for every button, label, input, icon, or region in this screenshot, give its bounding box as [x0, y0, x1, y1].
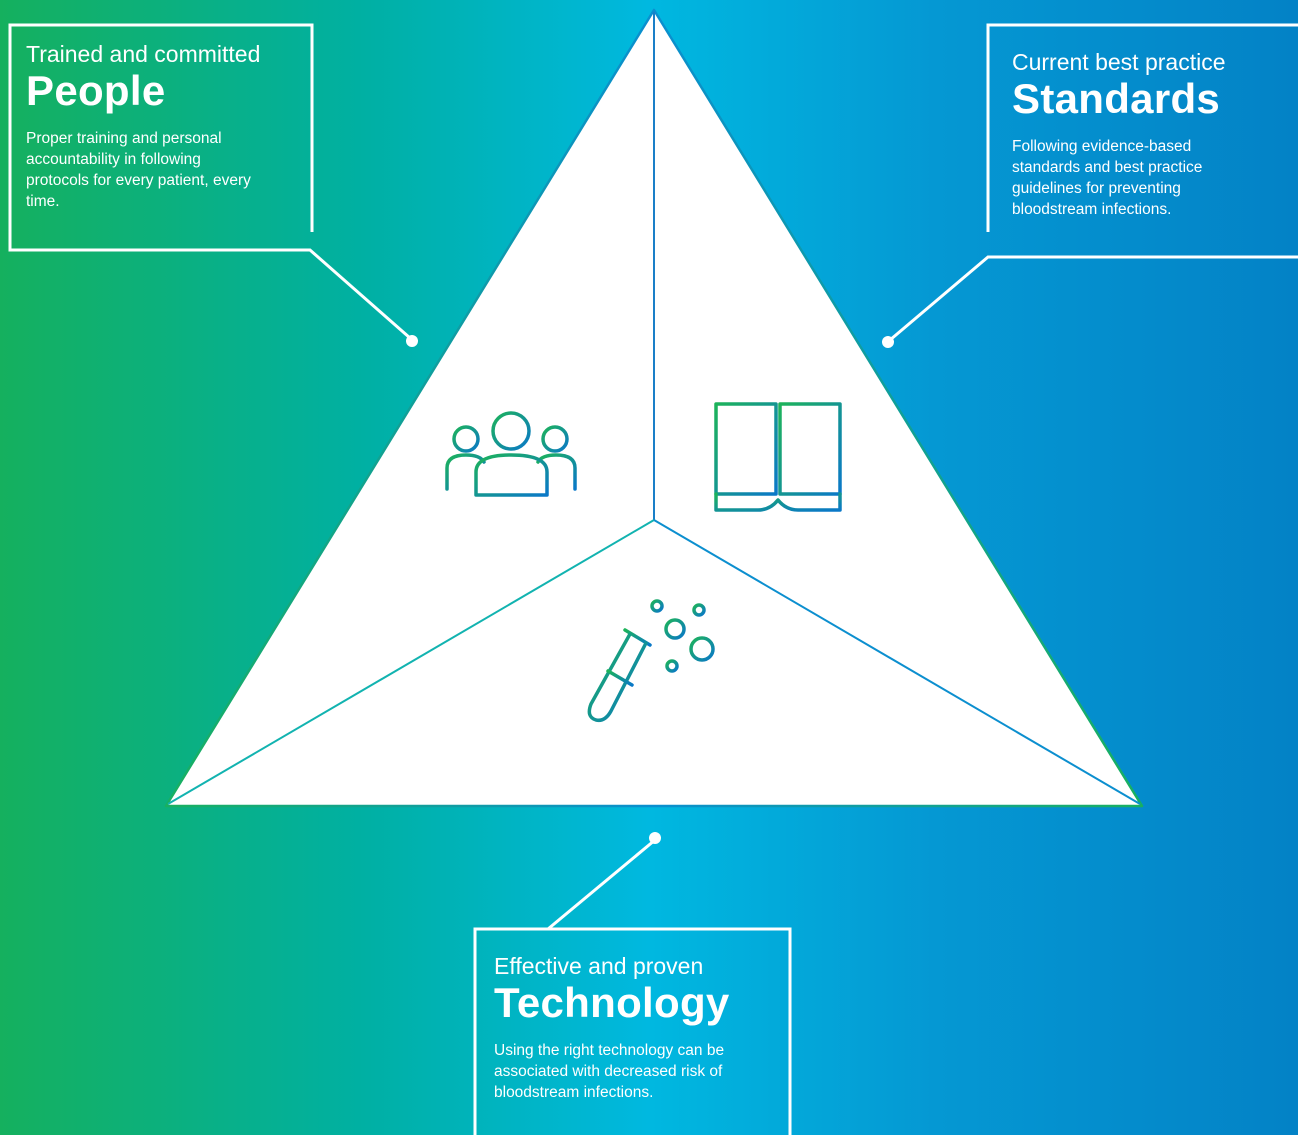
people-description: Proper training and personal accountabil…	[26, 130, 251, 211]
standards-callout: Current best practice Standards Followin…	[1012, 49, 1292, 221]
technology-description: Using the right technology can be associ…	[494, 1042, 725, 1102]
people-callout: Trained and committed People Proper trai…	[26, 41, 306, 213]
standards-title: Standards	[1012, 75, 1221, 123]
people-group-icon	[445, 411, 577, 497]
standards-kicker: Current best practice	[1012, 49, 1226, 75]
technology-callout: Effective and proven Technology Using th…	[494, 953, 784, 1104]
technology-callout-frame	[473, 838, 656, 1135]
technology-connector-dot	[649, 832, 661, 844]
open-book-icon	[714, 402, 842, 512]
standards-callout-connector	[889, 255, 1298, 342]
people-title: People	[26, 67, 166, 115]
test-tube-bubbles-icon	[587, 599, 715, 723]
divider-right	[653, 519, 1141, 805]
people-connector-dot	[406, 335, 418, 347]
people-kicker: Trained and committed	[26, 41, 261, 67]
divider-left	[167, 519, 655, 805]
technology-callout-frame-right	[548, 927, 792, 1135]
standards-connector-dot	[882, 336, 894, 348]
standards-callout-frame	[986, 23, 1298, 232]
standards-description: Following evidence-based standards and b…	[1012, 138, 1203, 219]
technology-title: Technology	[494, 979, 730, 1027]
technology-kicker: Effective and proven	[494, 953, 704, 979]
people-callout-frame	[8, 23, 411, 340]
